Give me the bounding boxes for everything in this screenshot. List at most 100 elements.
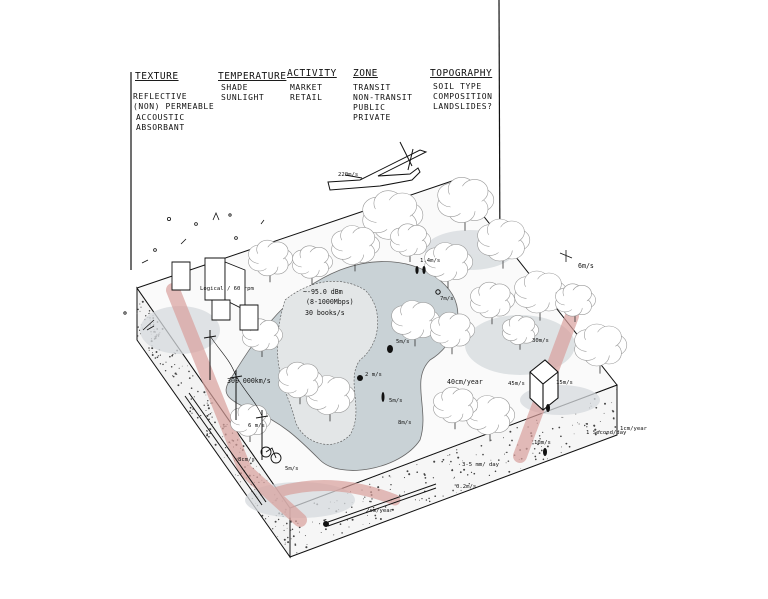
soil-grain bbox=[377, 486, 380, 489]
legend-item: PRIVATE bbox=[353, 113, 391, 122]
legend-column-texture: TEXTURE REFLECTIVE (NON) PERMEABLE ACCOU… bbox=[133, 71, 214, 132]
soil-grain bbox=[462, 460, 463, 462]
bike-speed-label: 5m/s bbox=[389, 398, 402, 404]
soil-grain bbox=[473, 472, 476, 475]
car-speed-label: 15m/s bbox=[556, 380, 573, 386]
soil-grain bbox=[285, 522, 288, 525]
tree-icon bbox=[470, 281, 516, 325]
soil-grain bbox=[546, 445, 549, 448]
soil-grain bbox=[433, 460, 436, 463]
soil-grain bbox=[364, 496, 366, 498]
soil-grain bbox=[586, 422, 589, 425]
soil-grain bbox=[542, 431, 544, 433]
soil-grain bbox=[277, 536, 279, 537]
power-poles bbox=[203, 330, 269, 460]
soil-grain bbox=[159, 354, 161, 356]
soil-grain bbox=[172, 375, 174, 377]
soil-grain bbox=[369, 483, 371, 485]
soil-grain bbox=[453, 476, 456, 478]
soil-grain bbox=[463, 468, 466, 471]
soil-grain bbox=[586, 426, 588, 428]
soil-grain bbox=[432, 477, 435, 479]
soil-grain bbox=[363, 498, 365, 500]
soil-grain bbox=[205, 394, 207, 396]
soil-grain bbox=[222, 436, 224, 438]
soil-grain bbox=[538, 452, 541, 454]
soil-grain bbox=[203, 391, 206, 394]
soil-grain bbox=[389, 488, 391, 490]
soil-grain bbox=[560, 435, 562, 438]
seconds-label: 1 Second/day bbox=[586, 430, 627, 436]
soil-grain bbox=[416, 471, 419, 474]
moss-label: 5m/s bbox=[285, 466, 298, 472]
days-label: 3-5 mm/ day bbox=[462, 462, 500, 468]
soil-grain bbox=[224, 446, 227, 449]
soil-grain bbox=[398, 494, 401, 496]
soil-grain bbox=[470, 471, 473, 474]
soil-grain bbox=[304, 535, 306, 537]
soil-grain bbox=[456, 492, 457, 494]
soil-grain bbox=[181, 365, 183, 367]
soil-grain bbox=[508, 444, 511, 446]
soil-grain bbox=[137, 308, 139, 311]
soil-grain bbox=[604, 402, 606, 405]
soil-grain bbox=[520, 467, 522, 469]
soil-grain bbox=[333, 534, 335, 536]
soil-grain bbox=[424, 477, 427, 479]
tree-canopy bbox=[230, 177, 628, 442]
soil-grain bbox=[283, 529, 285, 531]
soil-grain bbox=[416, 464, 418, 466]
soil-grain bbox=[155, 351, 158, 353]
legend-column-activity: ACTIVITY MARKET RETAIL bbox=[287, 68, 336, 102]
sediment-speed-label: 8cm/s bbox=[238, 457, 255, 463]
soil-grain bbox=[516, 427, 518, 429]
soil-grain bbox=[558, 426, 561, 429]
soil-grain bbox=[174, 372, 177, 375]
soil-grain bbox=[504, 453, 505, 455]
soil-grain bbox=[207, 404, 210, 407]
legend-item: LANDSLIDES? bbox=[433, 102, 493, 111]
soil-grain bbox=[171, 354, 174, 357]
soil-grain bbox=[390, 483, 392, 486]
soil-grain bbox=[482, 453, 484, 456]
soil-grain bbox=[139, 303, 141, 305]
soil-grain bbox=[425, 499, 428, 501]
soil-grain bbox=[348, 526, 350, 528]
bench-bar bbox=[323, 483, 437, 527]
soil-grain bbox=[286, 527, 288, 529]
legend-item: TRANSIT bbox=[353, 83, 391, 92]
soil-grain bbox=[572, 424, 573, 426]
soil-grain bbox=[324, 528, 327, 531]
soil-grain bbox=[453, 477, 455, 479]
soil-grain bbox=[507, 460, 510, 462]
soil-grain bbox=[454, 484, 456, 486]
soil-grain bbox=[612, 410, 615, 413]
soil-grain bbox=[180, 382, 183, 384]
soil-grain bbox=[421, 497, 423, 500]
legend-header: TOPOGRAPHY bbox=[430, 68, 492, 79]
soil-grain bbox=[583, 424, 586, 427]
layer-label: 1cm/year bbox=[620, 426, 648, 432]
soil-grain bbox=[159, 363, 162, 365]
annotation-labels: 6m/s 300 000km/s ~-95.0 dBm (8-1000Mbps)… bbox=[200, 258, 648, 514]
soil-grain bbox=[320, 532, 322, 533]
soil-grain bbox=[351, 506, 353, 508]
tree-icon bbox=[292, 245, 333, 284]
soil-grain bbox=[449, 463, 450, 465]
tram-speed-label: 45m/s bbox=[508, 381, 525, 387]
tree-icon bbox=[430, 311, 476, 355]
soil-grain bbox=[595, 406, 598, 409]
soil-grain bbox=[458, 463, 460, 465]
soil-grain bbox=[539, 438, 541, 440]
soil-grain bbox=[614, 426, 617, 428]
tram-icon bbox=[529, 359, 559, 411]
soil-grain bbox=[188, 377, 191, 379]
soil-grain bbox=[140, 306, 142, 308]
soil-grain bbox=[206, 434, 209, 437]
soil-grain bbox=[323, 519, 326, 522]
soil-grain bbox=[475, 454, 477, 456]
walker-speed-label: 1.4m/s bbox=[420, 258, 440, 264]
tree-icon bbox=[433, 386, 479, 430]
soil-grain bbox=[214, 421, 216, 424]
soil-grain bbox=[388, 475, 391, 477]
